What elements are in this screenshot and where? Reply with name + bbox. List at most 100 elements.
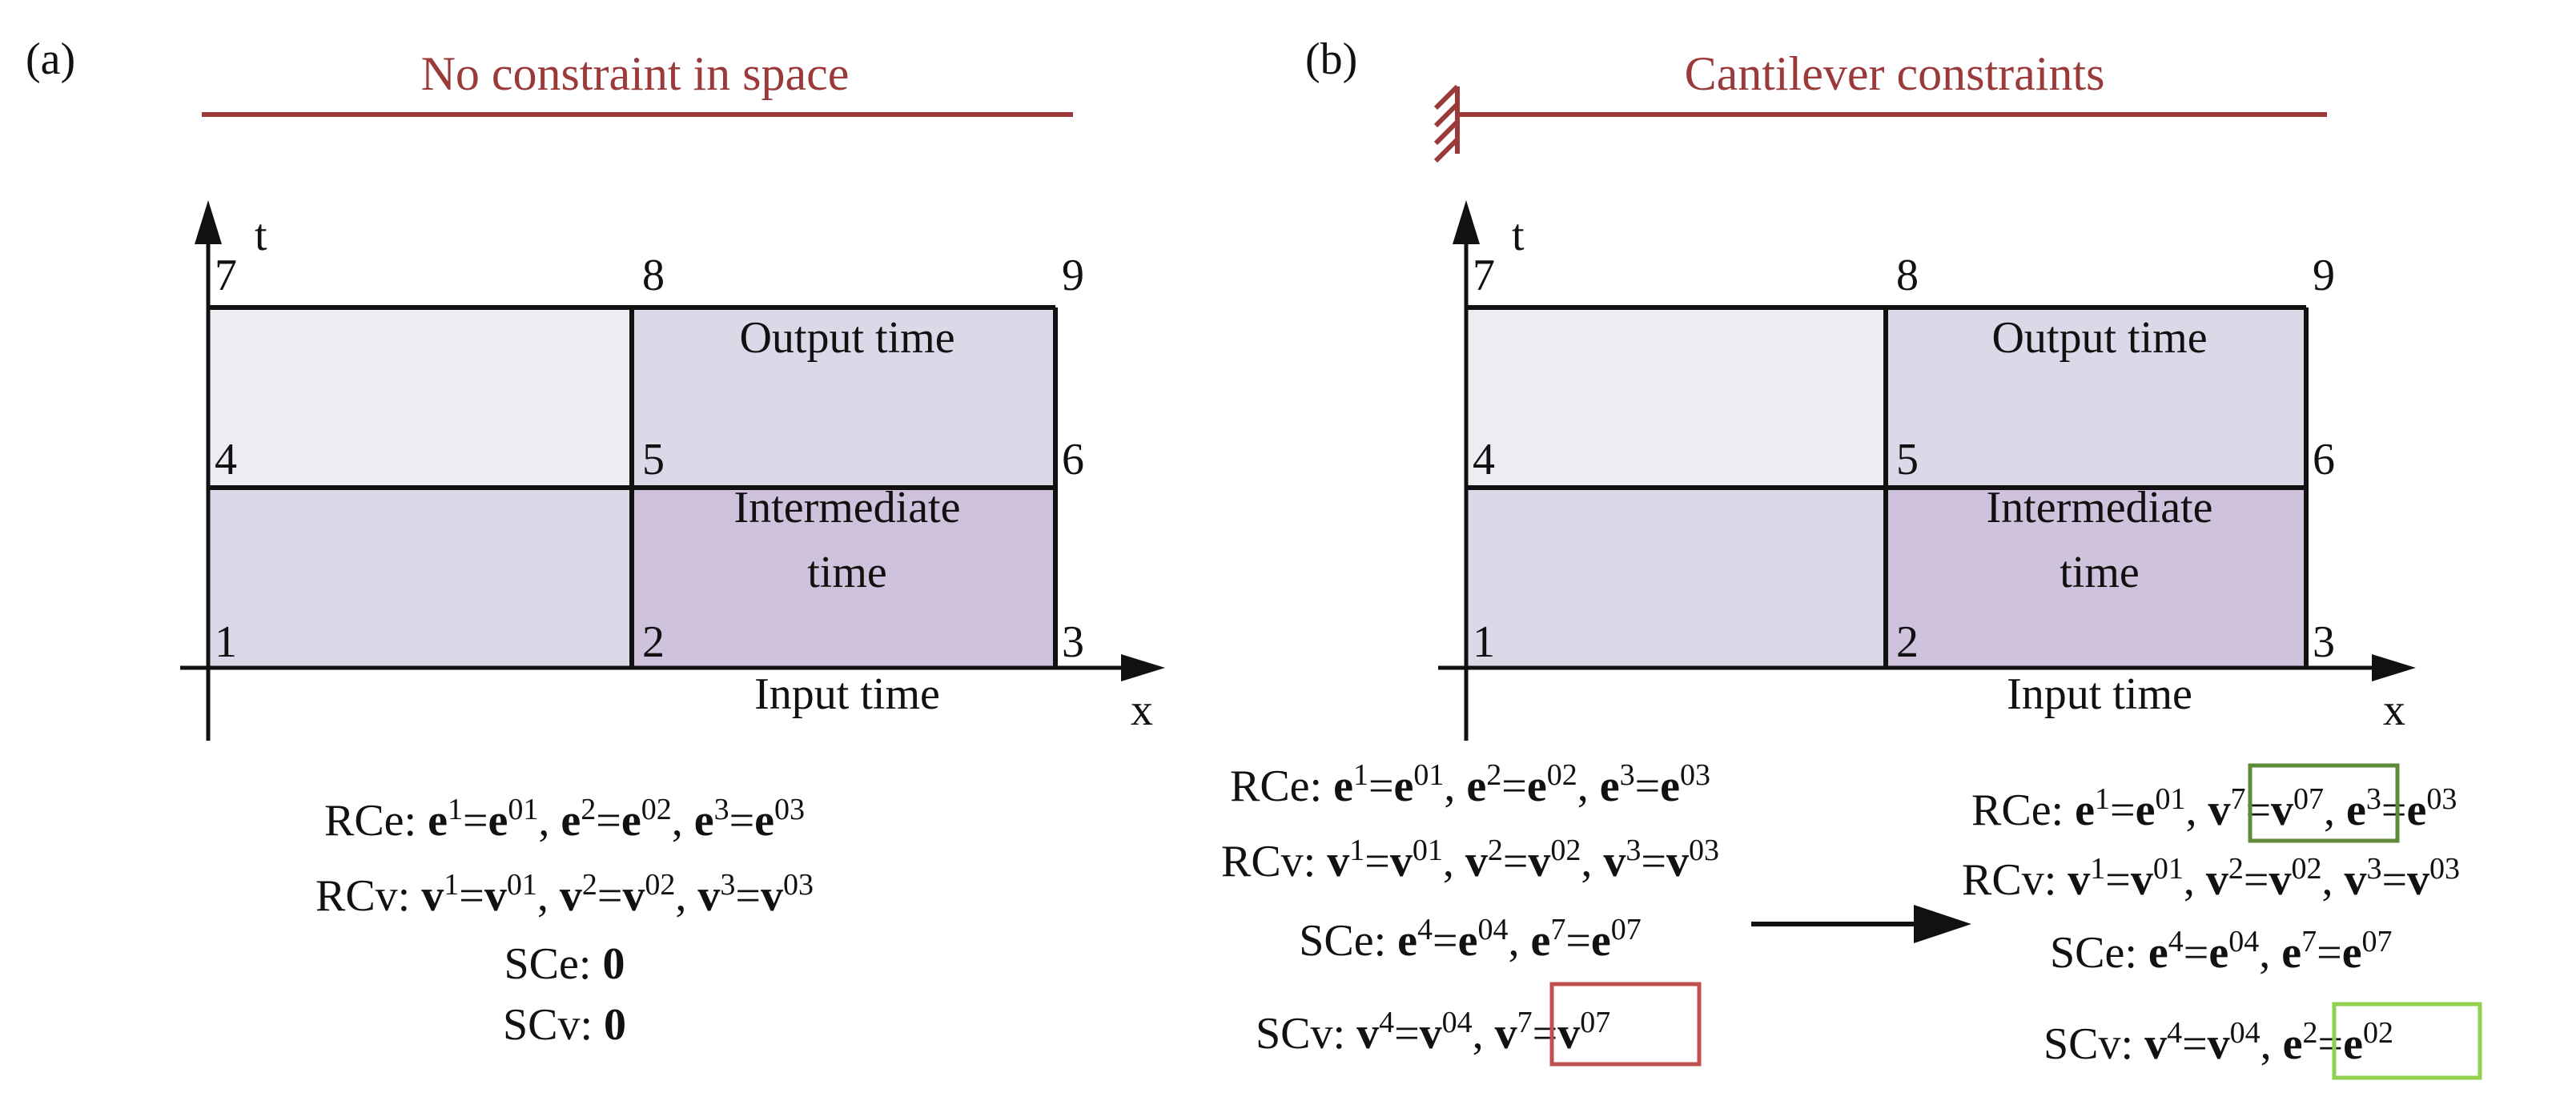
- sup: 1: [2095, 782, 2110, 816]
- sym-v: v: [2344, 855, 2366, 905]
- panel-b-sce-before: SCe: e4=e04, e7=e07: [1299, 913, 1642, 966]
- sym-eq: =: [2182, 1019, 2208, 1069]
- panel-a-scv: SCv: 0: [503, 1000, 626, 1050]
- sym-e: e: [1394, 761, 1414, 811]
- panel-b-node-6: 6: [2313, 435, 2335, 484]
- sup: 02: [645, 868, 675, 902]
- sym-e: e: [561, 796, 581, 846]
- sym-e: e: [2148, 928, 2168, 978]
- sup: 1: [1349, 834, 1364, 867]
- panel-b-t-label: t: [1512, 211, 1525, 260]
- sym-v: v: [761, 871, 783, 921]
- sup: 3: [1626, 834, 1641, 867]
- sym-eq: =: [1503, 837, 1529, 886]
- sym-v: v: [1557, 1009, 1580, 1059]
- sym-sep: ,: [675, 871, 697, 921]
- sce-prefix: SCe:: [2050, 928, 2148, 978]
- panel-b-label: (b): [1305, 34, 1357, 84]
- sym-v: v: [697, 871, 720, 921]
- panel-b-cell-output: [1886, 307, 2306, 488]
- sym-v: v: [1390, 837, 1413, 886]
- panel-b-scv-after: SCv: v4=v04, e2=e02: [2044, 1016, 2393, 1069]
- sup: 3: [1620, 758, 1635, 792]
- sup: 04: [1477, 913, 1508, 946]
- sce-prefix: SCe:: [1299, 916, 1397, 966]
- sup: 1: [448, 793, 463, 826]
- panel-b-intermediate-line2: time: [2060, 548, 2140, 597]
- sym-eq: =: [2184, 928, 2209, 978]
- sup: 1: [2090, 852, 2105, 886]
- sym-sep: ,: [1577, 761, 1600, 811]
- panel-b-rce-before: RCe: e1=e01, e2=e02, e3=e03: [1230, 758, 1710, 811]
- sym-v: v: [2208, 786, 2230, 835]
- dark-green-highlight-box: [2248, 763, 2400, 843]
- sym-e: e: [428, 796, 448, 846]
- scv-prefix: SCv:: [1256, 1009, 1356, 1059]
- sup: 1: [444, 868, 459, 902]
- sym-v: v: [2407, 855, 2429, 905]
- panel-b-node-7: 7: [1473, 251, 1495, 300]
- sym-e: e: [2406, 786, 2426, 835]
- sup: 03: [783, 868, 814, 902]
- rcv-prefix: RCv:: [315, 871, 421, 921]
- sup: 2: [582, 868, 597, 902]
- sym-eq: =: [2317, 928, 2342, 978]
- panel-a-node-7: 7: [215, 251, 237, 300]
- panel-a-cell-upper-left: [208, 307, 632, 488]
- sup: 2: [2228, 852, 2244, 886]
- sup: 01: [507, 868, 537, 902]
- sym-sep: ,: [538, 796, 561, 846]
- sup: 07: [1580, 1006, 1610, 1039]
- panel-a-node-3: 3: [1062, 617, 1084, 667]
- sup: 07: [1611, 913, 1642, 946]
- sym-v: v: [1603, 837, 1626, 886]
- sup: 2: [581, 793, 596, 826]
- sup: 02: [2291, 852, 2321, 886]
- sym-eq: =: [2105, 855, 2131, 905]
- panel-b-node-2: 2: [1896, 617, 1919, 667]
- panel-a-t-label: t: [255, 211, 267, 260]
- sym-v: v: [622, 871, 645, 921]
- fixed-support-icon: [1433, 84, 1460, 163]
- sym-e: e: [1530, 916, 1550, 966]
- sym-eq: =: [2110, 786, 2136, 835]
- panel-a-rce: RCe: e1=e01, e2=e02, e3=e03: [324, 793, 805, 846]
- sym-sep: ,: [1581, 837, 1603, 886]
- sup: 04: [1442, 1006, 1473, 1039]
- sym-eq: =: [2318, 1019, 2344, 1069]
- sym-eq: =: [459, 871, 484, 921]
- panel-a-intermediate-line1: Intermediate: [734, 483, 961, 532]
- sym-sep: ,: [672, 796, 694, 846]
- sym-v: v: [421, 871, 444, 921]
- sym-sep: ,: [1443, 837, 1465, 886]
- sym-eq: =: [1368, 761, 1394, 811]
- panel-b-scv-before: SCv: v4=v04, v7=v07: [1256, 1006, 1610, 1059]
- sym-sep: ,: [2261, 1019, 2283, 1069]
- panel-a-node-4: 4: [215, 435, 237, 484]
- sup: 4: [2167, 1016, 2182, 1050]
- sym-eq: =: [735, 871, 761, 921]
- sym-e: e: [2343, 1019, 2363, 1069]
- sym-e: e: [1466, 761, 1486, 811]
- sup: 03: [2426, 782, 2457, 816]
- panel-a-node-8: 8: [642, 251, 665, 300]
- rce-prefix: RCe:: [1971, 786, 2075, 835]
- panel-a-node-6: 6: [1062, 435, 1084, 484]
- panel-b-t-arrowhead: [1453, 200, 1480, 244]
- rce-prefix: RCe:: [1230, 761, 1333, 811]
- sup: 01: [508, 793, 538, 826]
- sym-eq: =: [1641, 837, 1666, 886]
- sup: 7: [1550, 913, 1565, 946]
- sym-v: v: [1528, 837, 1550, 886]
- sym-e: e: [1458, 916, 1478, 966]
- panel-b-sce-after: SCe: e4=e04, e7=e07: [2050, 925, 2393, 978]
- sup: 7: [2301, 925, 2317, 958]
- sym-v: v: [2131, 855, 2153, 905]
- panel-b-x-arrowhead: [2372, 654, 2416, 681]
- panel-b-rce-after: RCe: e1=e01, v7=v07, e3=e03: [1971, 782, 2457, 835]
- sup: 7: [1517, 1006, 1533, 1039]
- sym-e: e: [488, 796, 508, 846]
- panel-b-node-1: 1: [1473, 617, 1495, 667]
- panel-b-x-label: x: [2383, 685, 2405, 735]
